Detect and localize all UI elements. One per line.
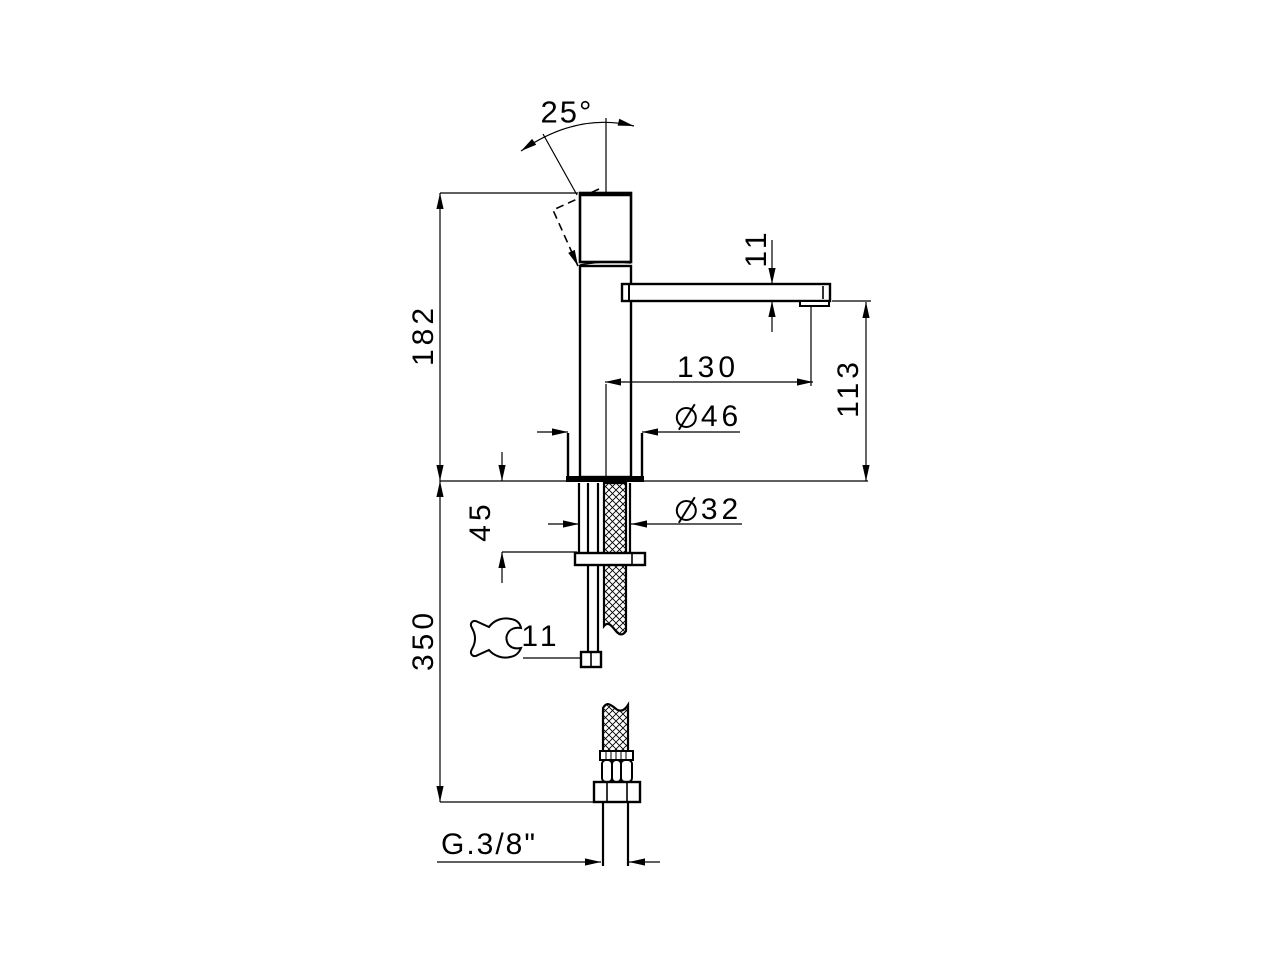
dim-label-spout-reach: 130 (676, 351, 740, 384)
hose-hex-nut (592, 780, 642, 804)
dim-label-spout-thickness: 11 (740, 228, 773, 268)
faucet-base (566, 433, 644, 482)
dim-label-supply-thread: G.3/8" (440, 828, 538, 861)
diameter-icon (675, 406, 697, 428)
mounting-shank (577, 481, 632, 651)
dim-label-shank-diameter: 32 (675, 495, 742, 525)
faucet-handle (578, 191, 633, 266)
aerator (799, 300, 830, 307)
dim-label-wrench-size: 11 (521, 620, 561, 653)
dim-label-hose-length: 350 (407, 608, 440, 672)
faucet-spout (620, 282, 832, 307)
dim-label-base-diameter: 46 (675, 402, 742, 432)
dim-label-outlet-height: 113 (832, 358, 865, 418)
flexible-hose-lower (592, 701, 642, 866)
dim-label-handle-angle: 25° (540, 94, 594, 130)
wrench-icon (469, 617, 523, 659)
diameter-icon (675, 499, 697, 521)
dim-label-overall-height: 182 (407, 303, 440, 367)
dimension-lines (436, 118, 871, 866)
stud-nut (579, 650, 603, 669)
dim-label-deck-clamp-range: 45 (464, 500, 497, 542)
clamping-washer (573, 551, 647, 567)
